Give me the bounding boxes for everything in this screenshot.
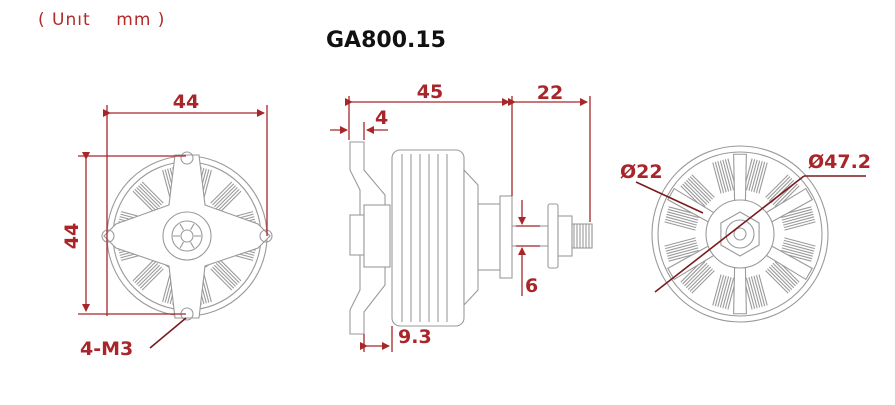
rear-outer-dia-label: Ø47.2 — [808, 151, 871, 173]
mount-holes-label: 4-M3 — [80, 338, 133, 360]
unit-label: ( Unıt mm ) — [38, 10, 166, 30]
side-length-dimensions: 45 22 — [345, 81, 591, 222]
side-shaft-offset-dimension: 6 — [516, 200, 540, 297]
side-body-length-label: 45 — [417, 81, 443, 103]
front-height-dimension: 44 — [61, 152, 186, 315]
front-width-dimension: 44 — [103, 91, 268, 316]
side-base-dimension: 9.3 — [360, 326, 432, 352]
side-shaft-length-label: 22 — [537, 82, 563, 104]
model-title: GA800.15 — [326, 28, 446, 53]
front-view — [101, 151, 273, 321]
side-bell — [391, 149, 465, 327]
side-shaft-offset-label: 6 — [525, 275, 538, 297]
front-width-label: 44 — [173, 91, 199, 113]
side-base-label: 9.3 — [398, 326, 432, 348]
side-flange-dimension: 4 — [330, 107, 388, 140]
rear-inner-dia-label: Ø22 — [620, 161, 663, 183]
side-shaft — [511, 225, 549, 247]
front-height-label: 44 — [61, 223, 83, 249]
rear-outer-ring — [651, 145, 829, 323]
side-flange-label: 4 — [375, 107, 388, 129]
rear-view — [651, 145, 829, 323]
side-view — [349, 141, 593, 335]
rear-diameter-callouts: Ø22 Ø47.2 — [620, 151, 871, 293]
mount-holes-callout: 4-M3 — [80, 317, 187, 360]
